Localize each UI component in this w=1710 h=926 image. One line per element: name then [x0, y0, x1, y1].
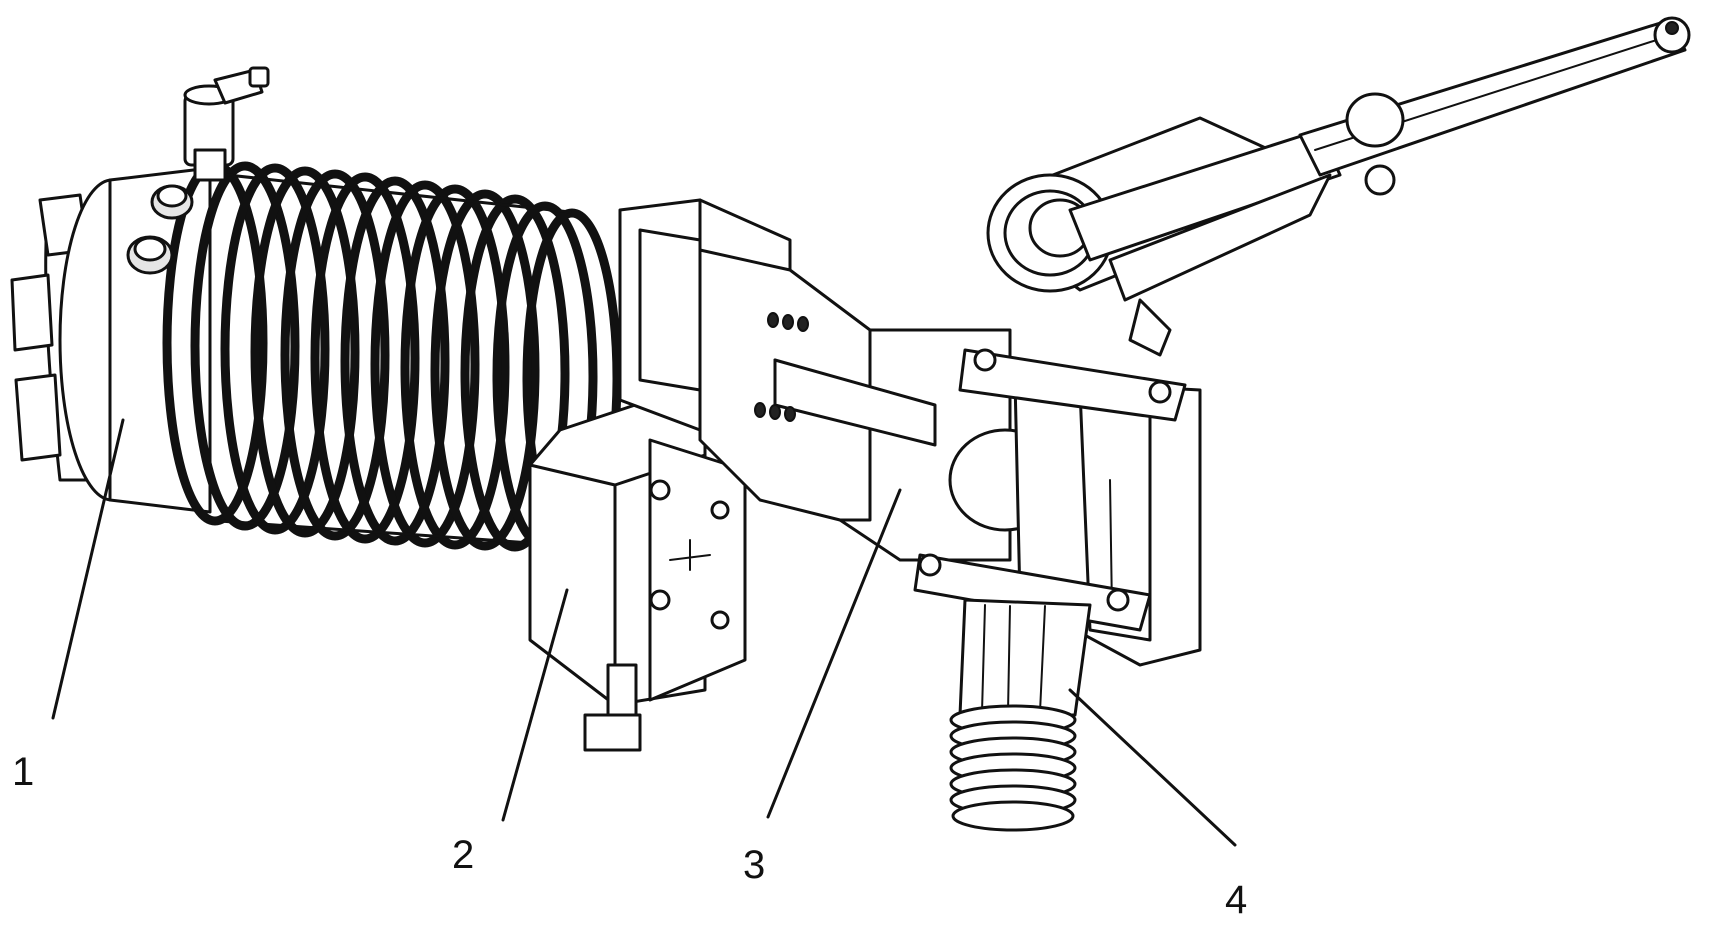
connecting-arm — [698, 248, 1012, 562]
leader-line-2 — [501, 588, 569, 822]
leader-line-3 — [766, 488, 902, 819]
part-label-3: 3 — [743, 843, 766, 887]
part-label-1: 1 — [12, 750, 35, 794]
bellows-ribs — [162, 160, 622, 552]
bellows-assembly — [10, 66, 622, 552]
air-fitting — [183, 66, 270, 182]
bolt-holes — [754, 312, 809, 422]
leader-line-4 — [1068, 688, 1237, 847]
thread-rings — [949, 704, 1077, 832]
actuator-lever — [986, 16, 1691, 357]
leader-lines — [51, 418, 1237, 847]
leader-line-1 — [51, 418, 125, 720]
part-label-4: 4 — [1225, 878, 1248, 922]
port-plugs — [126, 184, 194, 275]
valve-housing — [913, 348, 1202, 832]
part-label-2: 2 — [452, 833, 475, 877]
